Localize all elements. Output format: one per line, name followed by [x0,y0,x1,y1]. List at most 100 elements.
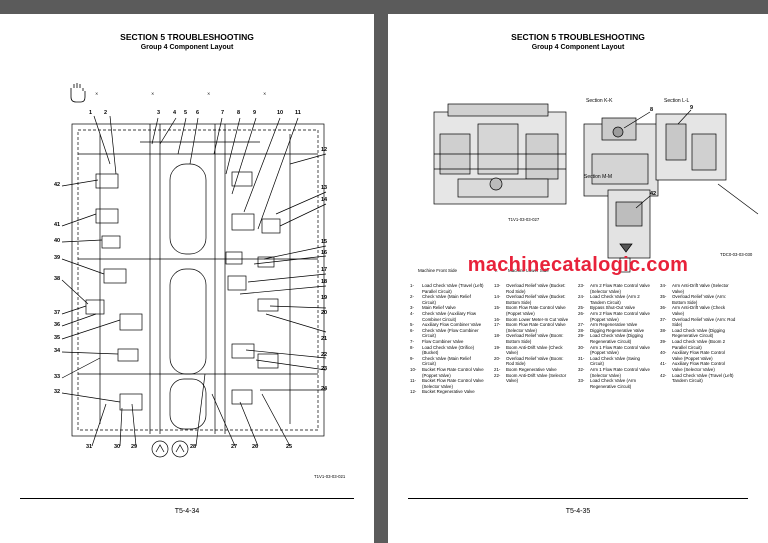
legend-item: 5-Auxiliary Flow Combiner Valve [410,322,482,328]
legend-arrow: ← [494,268,499,273]
figure-code-1: T1V1-03-03-027 [508,217,540,222]
svg-text:×: × [151,91,154,96]
callout-4: 4 [173,110,177,116]
book-spine [374,0,388,543]
callout-37: 37 [54,310,61,316]
legend-item: 18-Overload Relief Valve (Boom: Bottom S… [494,333,564,344]
legend-item: 12-Bucket Regenerative Valve [410,389,475,395]
callout-7: 7 [221,110,225,116]
group-title: Group 4 Component Layout [531,44,625,51]
callout-16: 16 [321,250,328,256]
legend-item: 40-Auxiliary Flow Rate Control Valve (Po… [660,350,725,361]
legend-column-2: 13-Overload Relief Valve (Bucket: Rod Si… [494,283,570,384]
legend-item: 3-Main Relief Valve [410,305,456,311]
callout-1: 1 [89,110,93,116]
legend-item: 39-Load Check Valve (Boom 2 Parallel Cir… [660,338,726,350]
legend-item: 38-Load Check Valve (Digging Regenerativ… [660,327,725,339]
callout-8: 8 [237,110,241,116]
legend-item: 27-Arm Regenerative Valve [578,322,638,328]
legend-item: 7-Flow Combiner Valve [410,338,464,344]
legend-item: 33-Load Check Valve (Arm Regenerative Ci… [578,378,637,389]
legend-item: 26-Arm 2 Flow Rate Control Valve (Poppet… [578,310,650,322]
callout-21: 21 [321,336,328,342]
callout-24: 24 [321,386,328,392]
callout-31: 31 [86,444,93,450]
legend-item: 28-Digging Regenerative Valve [578,327,645,333]
callout-32: 32 [54,389,61,395]
legend-item: 21-Boom Regenerative Valve [494,366,557,372]
callout-15: 15 [321,239,328,245]
legend-item: 32-Arm 1 Flow Rate Control Valve (Select… [578,366,650,378]
svg-text:×: × [95,91,98,96]
legend-item: 36-Arm Anti-Drift Valve (Check Valve) [660,305,726,316]
legend-item: 13-Overload Relief Valve (Bucket: Rod Si… [494,283,566,294]
callout-29: 29 [131,444,138,450]
figure-code-2: TDC0-03-03-030 [720,252,753,257]
callout-13: 13 [321,185,328,191]
callout-9: 9 [690,105,694,111]
legend-item: 37-Overload Relief Valve (Arm: Rod Side) [660,316,736,328]
legend-item: 6-Check Valve (Flow Combiner Circuit) [410,327,479,339]
legend-item: 42-Load Check Valve (Travel (Left) Tande… [660,372,734,384]
legend-item: 20-Overload Relief Valve (Boom: Rod Side… [494,355,564,367]
section-title: SECTION 5 TROUBLESHOOTING [511,32,645,42]
legend-item: 10-Bucket Flow Rate Control Valve (Poppe… [410,366,484,378]
svg-text:×: × [263,91,266,96]
callout-26: 26 [252,444,259,450]
callout-38: 38 [54,276,61,282]
legend-column-3: 23-Arm 2 Flow Rate Control Valve (Select… [578,283,654,389]
legend-item: 17-Boom Flow Rate Control Valve (Selecto… [494,322,566,333]
control-valve-illustrations [433,103,759,273]
legend-item: 4-Check Valve (Auxiliary Flow Combiner C… [410,310,477,322]
callout-30: 30 [114,444,121,450]
callout-27: 27 [231,444,238,450]
callout-17: 17 [321,267,328,273]
legend-item: 22-Boom Anti-Drift Valve (Selector Valve… [494,372,567,384]
legend-item: 35-Overload Relief Valve (Arm: Bottom Si… [660,294,727,305]
section-title: SECTION 5 TROUBLESHOOTING [120,32,254,42]
legend-item: 9-Check Valve (Main Relief Circuit) [410,355,471,367]
callout-8: 8 [650,107,654,113]
callout-42: 42 [650,191,657,197]
hand-icon [70,83,86,103]
watermark: machinecatalogic.com [467,254,689,276]
legend-column-4: 34-Arm Anti-Drift Valve (Selector Valve)… [660,283,736,384]
group-title: Group 4 Component Layout [140,44,234,51]
legend-item: 34-Arm Anti-Drift Valve (Selector Valve) [660,283,729,294]
hydraulic-circuit-diagram: × × × × [61,83,327,458]
svg-text:×: × [207,91,210,96]
callout-39: 39 [54,255,61,261]
legend-item: 11-Bucket Flow Rate Control Valve (Selec… [410,378,484,389]
legend-right-header: Machine Lower Side [508,268,549,273]
callout-18: 18 [321,279,328,285]
callout-11: 11 [295,110,301,116]
legend-item: 19-Boom Anti-Drift Valve (Check Valve) [494,344,563,356]
callout-6: 6 [196,110,200,116]
callout-12: 12 [321,147,328,153]
legend-item: 29-Load Check Valve (Digging Regenerativ… [578,333,643,344]
legend-item: 41-Auxiliary Flow Rate Control Valve (Se… [660,361,725,372]
legend-item: 2-Check Valve (Main Relief Circuit) [410,294,471,305]
legend-item: 16-Boom Lower Meter-In Cut Valve [494,316,569,322]
section-mm-label: Section M-M [584,174,613,180]
callout-34: 34 [54,348,61,354]
callout-19: 19 [321,295,328,301]
legend-item: 25-Bypass Shut-Out Valve [578,305,636,311]
callout-41: 41 [54,222,61,228]
legend-left-header: Machine Front Side [418,268,458,273]
callout-9: 9 [253,110,257,116]
footer-rule [408,498,748,499]
callout-22: 22 [321,352,328,358]
callout-3: 3 [157,110,161,116]
callout-20: 20 [321,310,328,316]
callout-10: 10 [277,110,284,116]
callout-2: 2 [104,110,108,116]
callout-28: 28 [190,444,197,450]
legend-item: 24-Load Check Valve (Arm 2 Tandem Circui… [578,294,640,305]
callout-33: 33 [54,374,61,380]
callout-42: 42 [54,182,61,188]
callout-35: 35 [54,335,61,341]
legend-item: 15-Boom Flow Rate Control Valve (Poppet … [494,305,566,316]
callout-25: 25 [286,444,293,450]
legend-item: 23-Arm 2 Flow Rate Control Valve (Select… [578,283,650,294]
